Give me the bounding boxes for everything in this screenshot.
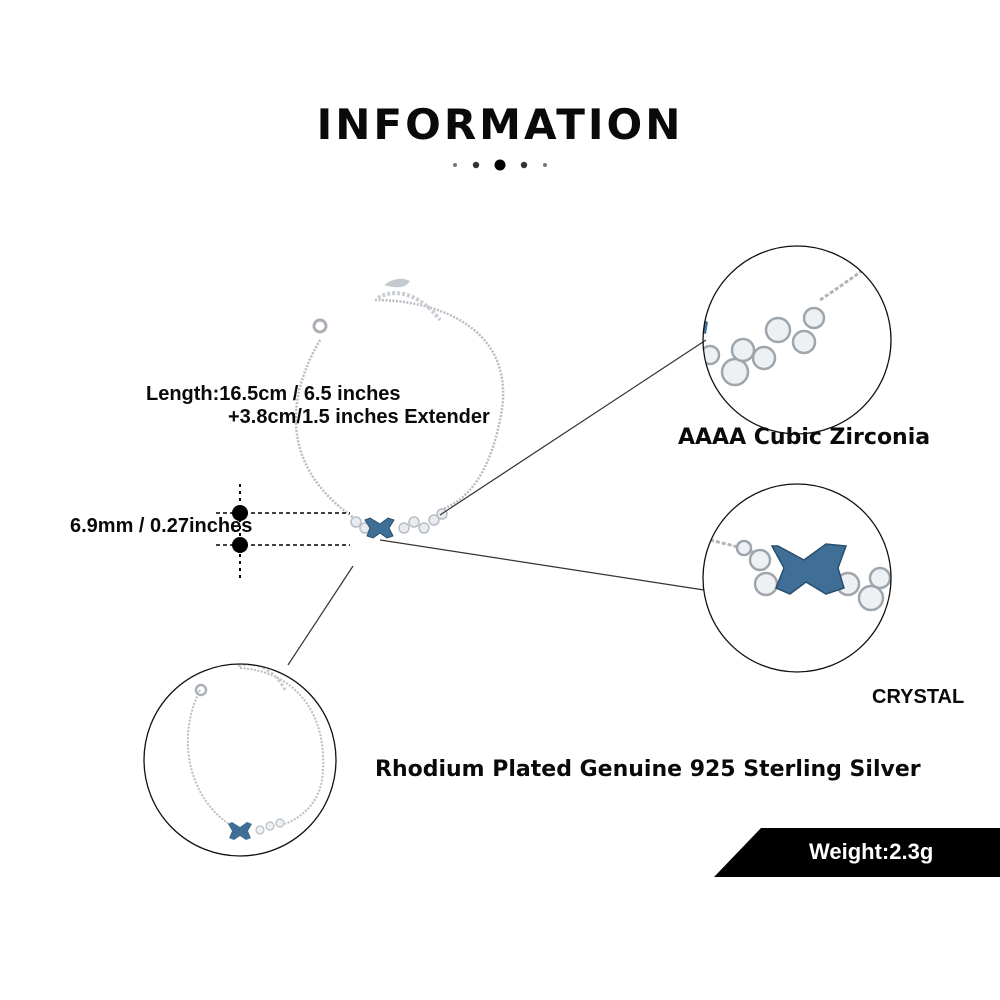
divider-dot: [543, 163, 547, 167]
bracelet-overview-image: [143, 663, 337, 857]
extender-chain: [376, 291, 442, 322]
length-label: Length:16.5cm / 6.5 inches: [146, 383, 401, 405]
crystal-label: CRYSTAL: [872, 686, 965, 708]
title-divider-dots: [453, 159, 547, 171]
weight-tag: Weight:2.3g: [714, 828, 1000, 877]
clasp: [312, 318, 328, 334]
bracelet-chain: [374, 298, 505, 512]
divider-dot: [472, 161, 480, 169]
crystal-detail-image: [702, 483, 892, 673]
cubic-zirconia-label: AAAA Cubic Zirconia: [678, 425, 931, 450]
butterfly-crystal: [364, 517, 395, 539]
page-title: INFORMATION: [316, 100, 684, 149]
bracelet-chain: [294, 339, 361, 524]
drop-charm: [384, 278, 410, 288]
width-dimension-marker: [216, 484, 350, 582]
divider-dot: [520, 161, 528, 169]
material-label: Rhodium Plated Genuine 925 Sterling Silv…: [375, 757, 921, 782]
weight-label: Weight:2.3g: [809, 839, 934, 864]
divider-dot: [494, 159, 506, 171]
connector-line: [439, 339, 707, 516]
butterfly-crystal: [770, 543, 848, 595]
stone-cluster: [350, 508, 448, 534]
weight-tag-background: [714, 828, 1000, 877]
width-label: 6.9mm / 0.27inches: [70, 515, 253, 537]
connector-line: [287, 565, 354, 666]
butterfly-crystal: [228, 822, 252, 840]
extender-label: +3.8cm/1.5 inches Extender: [228, 406, 490, 428]
divider-dot: [453, 163, 457, 167]
connector-line: [379, 539, 705, 591]
main-bracelet-image: [294, 278, 505, 539]
cubic-zirconia-detail-image: [702, 245, 892, 435]
